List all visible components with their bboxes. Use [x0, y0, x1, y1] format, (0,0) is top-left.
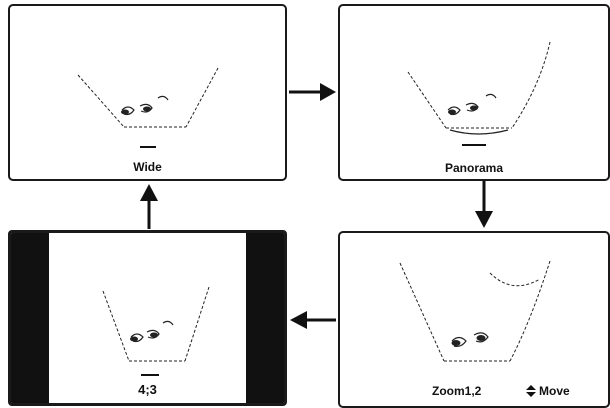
arrow-four-three-to-wide [140, 184, 158, 229]
four-three-label: 4;3 [11, 382, 284, 397]
panorama-scene-sketch [340, 6, 610, 181]
move-label: Move [539, 384, 570, 398]
zoom-label: Zoom1,2 [432, 384, 481, 398]
four-three-scene-sketch [11, 233, 284, 403]
zoom-mode-panel: Zoom1,2 Move [338, 231, 610, 408]
panorama-label: Panorama [340, 161, 608, 175]
wide-scene-sketch [10, 6, 287, 181]
wide-label: Wide [10, 160, 285, 174]
arrow-panorama-to-zoom [475, 181, 493, 228]
zoom-scene-sketch [340, 233, 610, 408]
arrow-zoom-to-four-three [290, 311, 336, 329]
move-hint: Move [526, 384, 570, 398]
wide-mode-panel: Wide [8, 4, 287, 181]
four-three-mode-panel: 4;3 [8, 230, 287, 406]
panorama-mode-panel: Panorama [338, 4, 610, 181]
up-down-triangle-icon [526, 385, 536, 397]
arrow-wide-to-panorama [289, 83, 336, 101]
